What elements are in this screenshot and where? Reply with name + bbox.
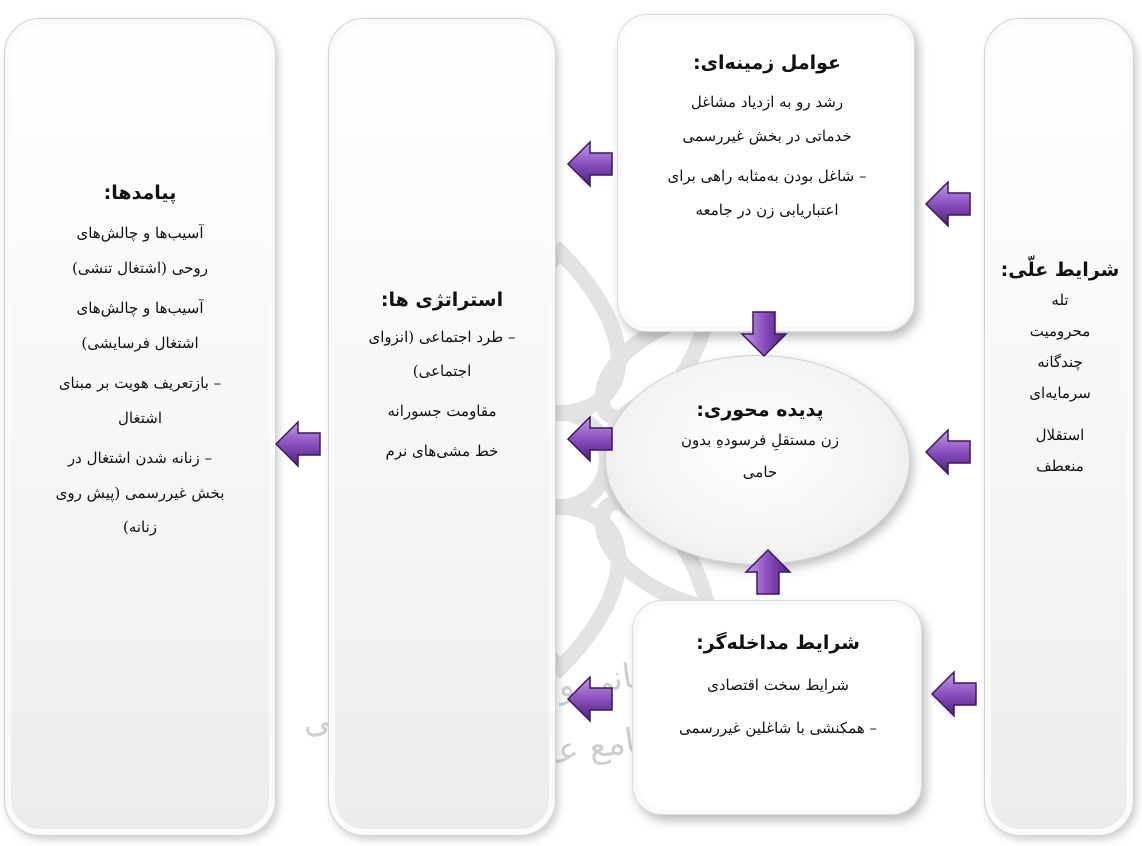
causal-line: محرومیت	[1029, 322, 1091, 341]
block-arrow-left-icon	[930, 670, 977, 718]
strategies-line: مقاومت جسورانه	[387, 401, 497, 420]
intervening-conditions-text: شرایط مداخله‌گر: شرایط سخت اقتصادی – همک…	[640, 628, 916, 745]
causal-line: چندگانه	[1037, 352, 1083, 371]
block-arrow-left-icon	[566, 415, 613, 463]
causal-line: منعطف	[1036, 457, 1084, 476]
consequences-panel	[4, 18, 276, 836]
causal-line: تله	[1051, 291, 1069, 310]
contextual-factors-title: عوامل زمینه‌ای:	[692, 52, 841, 74]
consequences-title: پیامدها:	[103, 182, 177, 204]
intervening-line: – همکنشی با شاغلین غیررسمی	[678, 718, 878, 737]
core-line: حامی	[742, 462, 778, 481]
block-arrow-left-icon	[566, 140, 613, 188]
consequences-line: – زنانه شدن اشتغال در	[67, 449, 213, 468]
strategies-line: – طرد اجتماعی (انزوای	[368, 328, 516, 347]
strategies-panel	[328, 18, 556, 836]
causal-line: استقلال	[1035, 426, 1085, 445]
consequences-line: روحی (اشتغال تنشی)	[71, 258, 209, 277]
intervening-line: شرایط سخت اقتصادی	[707, 676, 849, 695]
block-arrow-down-icon	[740, 311, 788, 358]
consequences-line: اشتغال فرسایشی)	[81, 333, 199, 352]
consequences-line: زنانه)	[122, 518, 158, 537]
context-line: – شاغل بودن به‌مثابه راهی برای	[667, 166, 867, 185]
consequences-line: آسیب‌ها و چالش‌های	[76, 299, 204, 318]
core-phenomenon-title: پدیده محوری:	[696, 399, 824, 421]
block-arrow-left-icon	[566, 675, 613, 723]
consequences-line: بخش غیررسمی (پیش روی	[55, 483, 225, 502]
causal-conditions-text: شرایط علّی: تله محرومیت چندگانه سرمایه‌ا…	[990, 255, 1130, 482]
block-arrow-up-icon	[744, 548, 792, 595]
core-line: زن مستقلِ فرسودهِ بدون	[680, 431, 840, 450]
strategies-text: استراتژی ها: – طرد اجتماعی (انزوای اجتما…	[334, 285, 550, 468]
context-line: رشد رو به ازدیاد مشاغل	[690, 93, 844, 112]
core-phenomenon-text: پدیده محوری: زن مستقلِ فرسودهِ بدون حامی	[620, 395, 900, 488]
strategies-title: استراتژی ها:	[380, 289, 504, 311]
intervening-conditions-title: شرایط مداخله‌گر:	[696, 632, 860, 654]
block-arrow-left-icon	[274, 420, 321, 468]
strategies-line: خط مشی‌های نرم	[385, 441, 499, 460]
consequences-line: اشتغال	[118, 408, 162, 427]
context-line: اعتباریابی زن در جامعه	[695, 200, 839, 219]
strategies-line: اجتماعی)	[412, 362, 472, 381]
causal-conditions-panel	[984, 18, 1134, 836]
block-arrow-left-icon	[924, 428, 971, 476]
causal-line: سرمایه‌ای	[1029, 383, 1091, 402]
consequences-line: – بازتعریف هویت بر مبنای	[58, 374, 222, 393]
intervening-conditions-box	[632, 600, 922, 815]
contextual-factors-text: عوامل زمینه‌ای: رشد رو به ازدیاد مشاغل خ…	[625, 48, 909, 227]
consequences-line: آسیب‌ها و چالش‌های	[76, 224, 204, 243]
causal-conditions-title: شرایط علّی:	[1000, 259, 1120, 281]
context-line: خدماتی در بخش غیررسمی	[682, 127, 852, 146]
causal-line	[990, 408, 1130, 420]
consequences-text: پیامدها: آسیب‌ها و چالش‌های روحی (اشتغال…	[10, 178, 270, 545]
block-arrow-left-icon	[924, 180, 971, 228]
